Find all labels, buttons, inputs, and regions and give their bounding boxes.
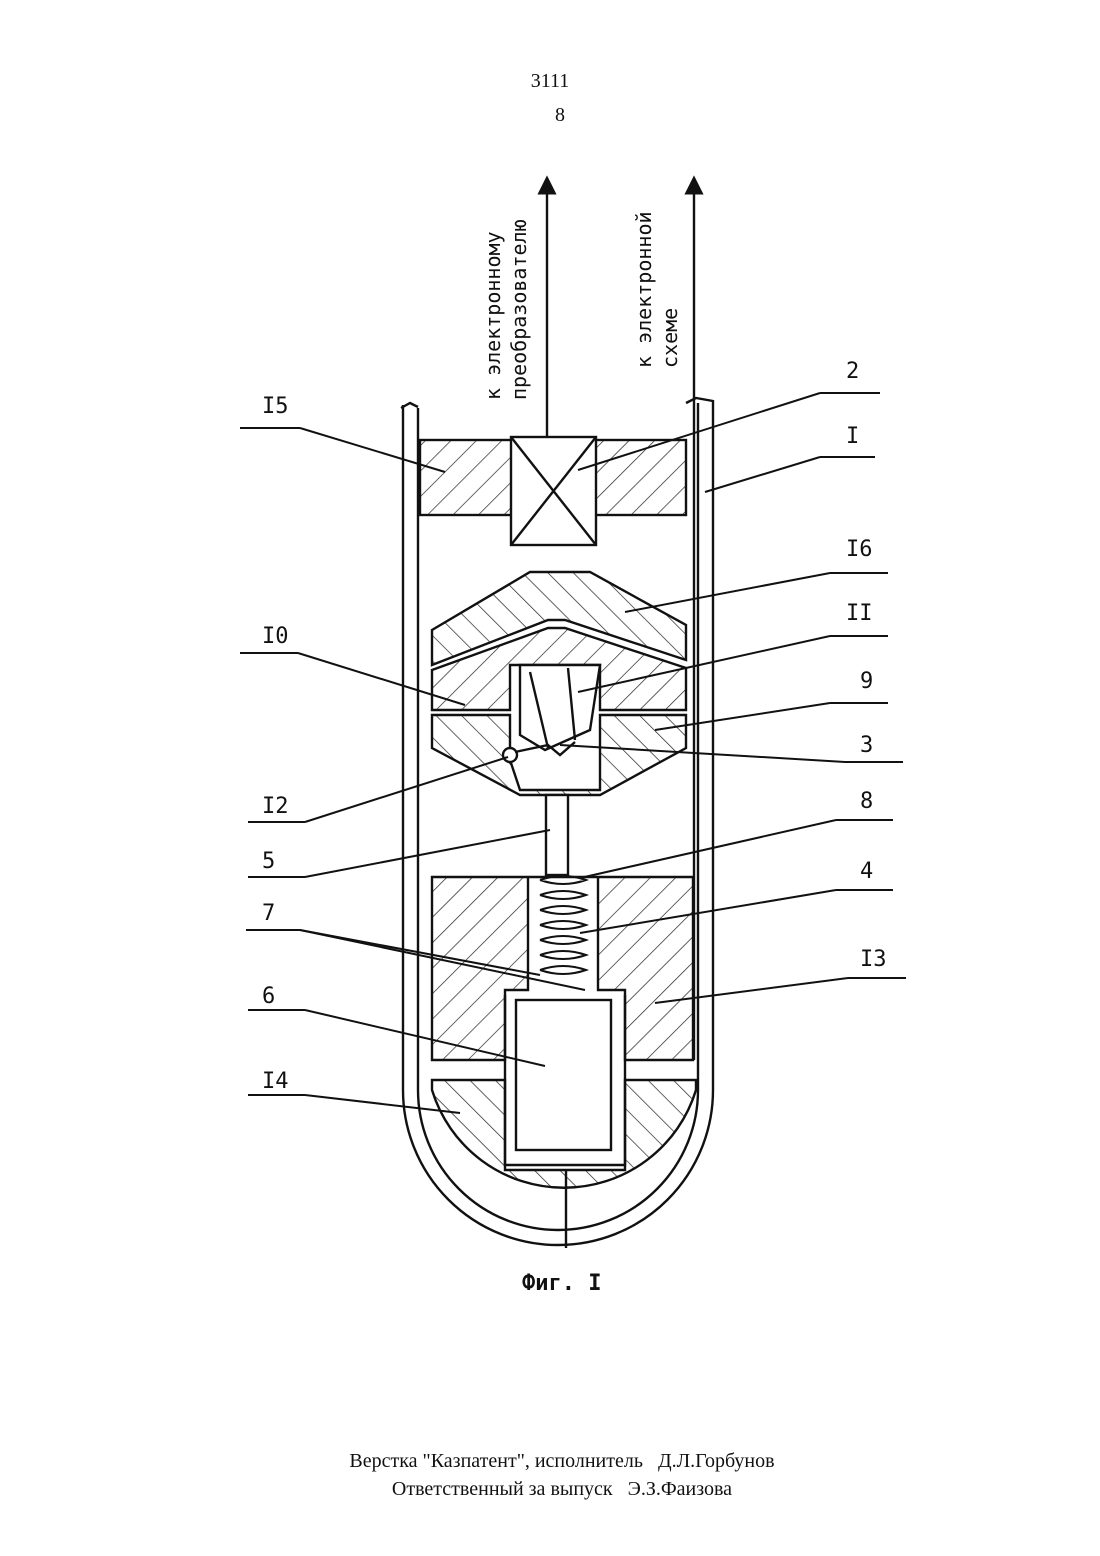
wire-label-right-line1: к электронной <box>632 211 656 368</box>
wire-label-left-line2: преобразователю <box>507 219 531 400</box>
callout-11: II <box>846 601 873 626</box>
rod-5 <box>546 795 568 875</box>
spring-4 <box>540 876 586 974</box>
callout-14: I4 <box>262 1069 289 1094</box>
callout-2: 2 <box>846 359 859 384</box>
callout-4: 4 <box>860 859 873 884</box>
ball-12 <box>503 748 517 762</box>
wire-label-right-line2: схеме <box>658 308 682 368</box>
mass-6 <box>516 1000 611 1150</box>
wire-label-left-line1: к электронному <box>481 231 505 400</box>
callout-15: I5 <box>262 394 289 419</box>
callout-7: 7 <box>262 901 275 926</box>
wire-label-right: к электронной схеме <box>632 211 682 368</box>
wire-label-left: к электронному преобразователю <box>481 219 531 400</box>
callout-13: I3 <box>860 947 887 972</box>
callout-10: I0 <box>262 624 289 649</box>
callout-16: I6 <box>846 537 873 562</box>
callout-1: I <box>846 424 859 449</box>
callout-3: 3 <box>860 733 873 758</box>
figure-caption: Фиг. I <box>522 1271 601 1296</box>
footer-line-1: Верстка "Казпатент", исполнитель Д.Л.Гор… <box>12 1450 1100 1473</box>
callout-9: 9 <box>860 669 873 694</box>
callout-6: 6 <box>262 984 275 1009</box>
callout-12: I2 <box>262 794 289 819</box>
callout-5: 5 <box>262 849 275 874</box>
footer-line-2: Ответственный за выпуск Э.З.Фаизова <box>12 1478 1100 1501</box>
callout-8: 8 <box>860 789 873 814</box>
